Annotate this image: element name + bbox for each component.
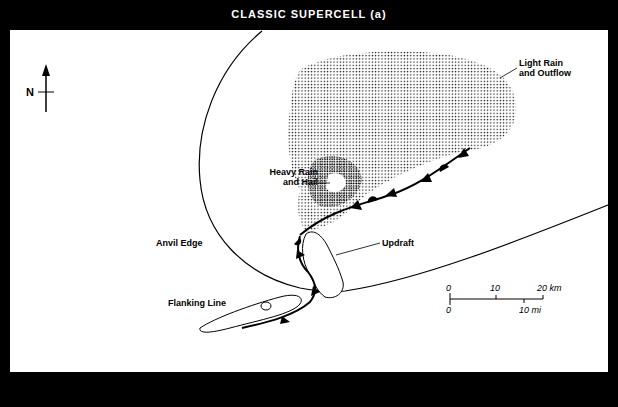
scale-number: 0 (446, 305, 456, 315)
scale-number: 10 mi (519, 305, 559, 315)
north-label: N (26, 87, 40, 97)
region-label: Light Rain and Outflow (519, 58, 581, 78)
title: CLASSIC SUPERCELL (a) (0, 8, 618, 20)
region-label: Heavy Rain and Hail (268, 167, 318, 187)
region-label: Updraft (382, 238, 432, 248)
scale-number: 10 (490, 283, 504, 293)
scale-number: 0 (446, 283, 456, 293)
scale-number: 20 km (537, 283, 577, 293)
boundary-label: Anvil Edge (156, 238, 216, 248)
region-label: Flanking Line (168, 298, 238, 308)
